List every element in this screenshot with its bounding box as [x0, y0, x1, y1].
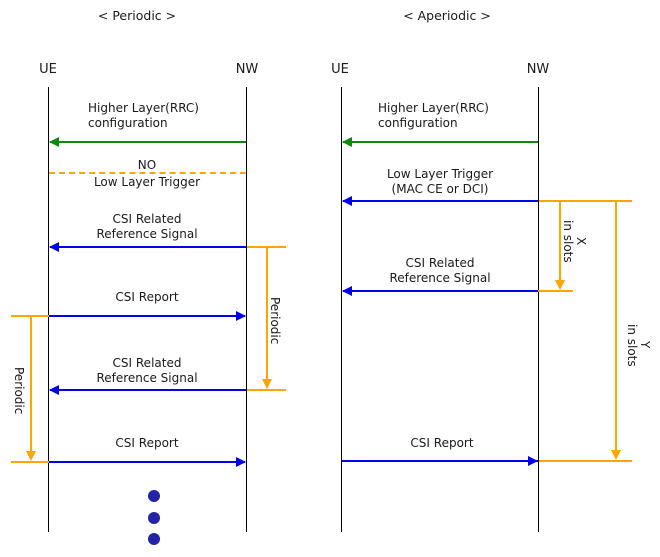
aperiodic-rrc-arrow-line	[343, 141, 538, 143]
aperiodic-y-bracket-label-line1: Y	[638, 341, 652, 349]
periodic-left-bracket-arrowhead	[26, 451, 36, 461]
aperiodic-trigger-arrowhead	[342, 196, 352, 206]
periodic-no-label: NO	[137, 158, 157, 172]
aperiodic-y-bracket-label-line2: in slots	[625, 323, 639, 367]
periodic-nw-label: NW	[235, 62, 259, 77]
periodic-title: < Periodic >	[97, 8, 177, 23]
aperiodic-csi-report-arrowhead	[528, 456, 538, 466]
periodic-right-bracket-arrowhead	[262, 379, 272, 389]
aperiodic-nw-lifeline	[538, 87, 539, 532]
aperiodic-ue-lifeline	[341, 87, 342, 532]
periodic-no-trigger-dashed-line	[49, 172, 246, 174]
ellipsis-dot-1	[148, 490, 160, 502]
aperiodic-rrc-config-line1: Higher Layer(RRC)	[378, 101, 489, 115]
periodic-csi-rs1-line1: CSI Related	[112, 212, 182, 226]
periodic-rrc-config-line2: configuration	[88, 116, 168, 130]
periodic-left-bracket-label: Periodic	[12, 366, 26, 415]
periodic-csi-report1-arrow-line	[49, 315, 245, 317]
aperiodic-x-bracket-label: X in slots	[561, 214, 588, 269]
ellipsis-dot-3	[148, 533, 160, 545]
aperiodic-rrc-config-line2: configuration	[378, 116, 458, 130]
periodic-ue-label: UE	[39, 62, 57, 77]
periodic-rrc-arrow-line	[50, 141, 246, 143]
periodic-right-bracket-line	[266, 248, 268, 380]
aperiodic-csi-report-label: CSI Report	[410, 436, 474, 450]
periodic-rrc-config-line1: Higher Layer(RRC)	[88, 101, 199, 115]
aperiodic-x-bracket-bottom-tick	[537, 290, 573, 292]
aperiodic-y-bracket-line	[615, 202, 617, 450]
aperiodic-trigger-label: Low Layer Trigger (MAC CE or DCI)	[342, 167, 538, 197]
periodic-csi-report2-label: CSI Report	[115, 436, 179, 450]
periodic-low-layer-trigger-label: Low Layer Trigger	[93, 175, 201, 189]
aperiodic-csi-rs-line1: CSI Related	[405, 256, 475, 270]
periodic-csi-report1-label: CSI Report	[115, 290, 179, 304]
aperiodic-x-bracket-label-line1: X	[574, 237, 588, 246]
aperiodic-csi-rs-label: CSI Related Reference Signal	[342, 256, 538, 286]
periodic-rrc-arrowhead	[49, 137, 59, 147]
aperiodic-csi-rs-arrow-line	[343, 290, 538, 292]
periodic-csi-rs1-line2: Reference Signal	[96, 227, 198, 241]
periodic-ue-lifeline	[48, 87, 49, 532]
aperiodic-y-bracket-label: Y in slots	[625, 316, 652, 374]
periodic-csi-rs1-arrowhead	[49, 242, 59, 252]
periodic-csi-report1-arrowhead	[236, 311, 246, 321]
aperiodic-y-bracket-bottom-tick	[539, 460, 632, 462]
aperiodic-trigger-line1: Low Layer Trigger	[386, 167, 494, 181]
periodic-csi-rs2-label: CSI Related Reference Signal	[67, 356, 227, 386]
aperiodic-trigger-timing-line	[539, 200, 632, 202]
aperiodic-nw-label: NW	[526, 62, 550, 77]
periodic-csi-rs1-arrow-line	[50, 246, 246, 248]
aperiodic-csi-rs-arrowhead	[342, 286, 352, 296]
periodic-rrc-config-label: Higher Layer(RRC) configuration	[88, 101, 199, 131]
periodic-csi-report2-arrow-line	[49, 461, 245, 463]
periodic-csi-rs2-arrow-line	[50, 389, 246, 391]
periodic-csi-report2-arrowhead	[236, 457, 246, 467]
periodic-nw-lifeline	[246, 87, 247, 532]
periodic-left-bracket-bottom-tick	[11, 461, 49, 463]
aperiodic-csi-report-arrow-line	[342, 460, 538, 462]
ellipsis-dot-2	[148, 512, 160, 524]
aperiodic-csi-rs-line2: Reference Signal	[389, 271, 491, 285]
periodic-left-bracket-top-tick	[11, 315, 49, 317]
aperiodic-x-bracket-line	[559, 202, 561, 281]
periodic-csi-rs2-line2: Reference Signal	[96, 371, 198, 385]
aperiodic-rrc-arrowhead	[342, 137, 352, 147]
aperiodic-rrc-config-label: Higher Layer(RRC) configuration	[378, 101, 489, 131]
periodic-right-bracket-top-tick	[247, 246, 286, 248]
aperiodic-ue-label: UE	[331, 62, 349, 77]
aperiodic-y-bracket-arrowhead	[611, 450, 621, 460]
aperiodic-title: < Aperiodic >	[403, 8, 491, 23]
periodic-csi-rs2-arrowhead	[49, 385, 59, 395]
aperiodic-trigger-arrow-line	[343, 200, 538, 202]
aperiodic-x-bracket-arrowhead	[555, 280, 565, 290]
periodic-right-bracket-label: Periodic	[268, 296, 282, 345]
periodic-csi-rs2-line1: CSI Related	[112, 356, 182, 370]
periodic-right-bracket-bottom-tick	[247, 389, 286, 391]
periodic-csi-rs1-label: CSI Related Reference Signal	[67, 212, 227, 242]
aperiodic-x-bracket-label-line2: in slots	[561, 220, 575, 263]
aperiodic-trigger-line2: (MAC CE or DCI)	[391, 182, 489, 196]
periodic-left-bracket-line	[30, 317, 32, 452]
